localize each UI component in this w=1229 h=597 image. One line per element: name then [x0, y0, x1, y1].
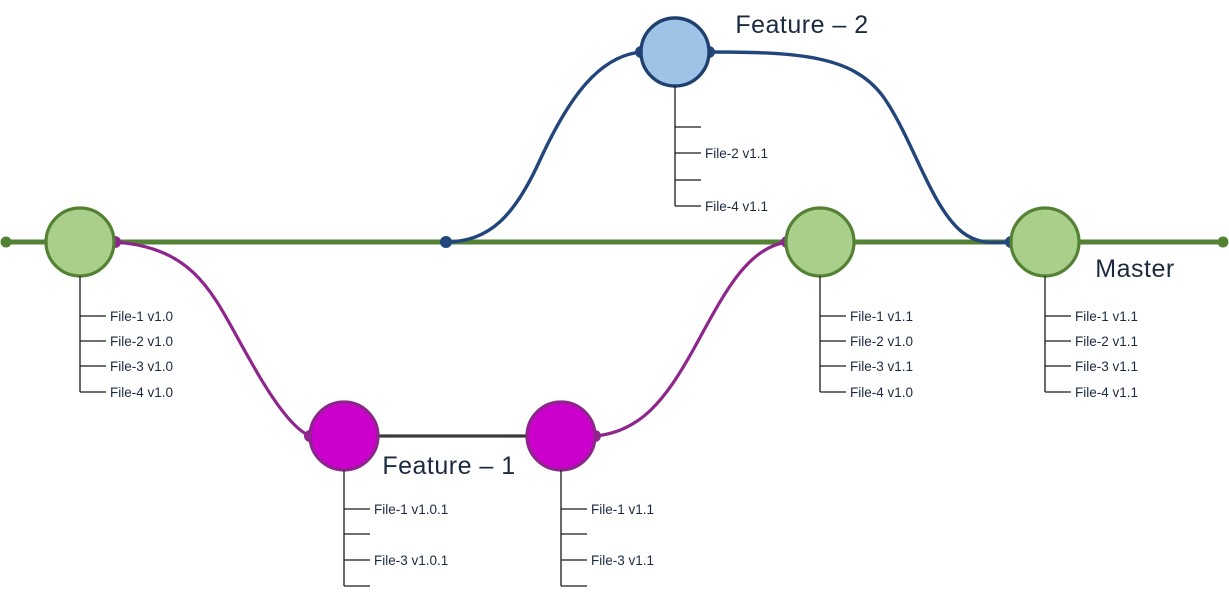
feature1-branch-group: [109, 236, 793, 442]
file-label-master-c3-2: File-2 v1.1: [1075, 334, 1138, 349]
file-label-master-c1-3: File-3 v1.0: [110, 359, 173, 374]
file-label-feature2-c1-2: File-2 v1.1: [705, 146, 768, 161]
file-label-feature2-c1-4: File-4 v1.1: [705, 199, 768, 214]
file-label-master-c2-2: File-2 v1.0: [850, 334, 913, 349]
commit-node-feature1-c2[interactable]: File-1 v1.1 File-3 v1.1: [525, 400, 654, 587]
branch-title-feature1: Feature – 1: [382, 452, 515, 480]
commit-node-master-c1[interactable]: File-1 v1.0 File-2 v1.0 File-3 v1.0 File…: [44, 206, 173, 400]
file-list-master-c3: File-1 v1.1 File-2 v1.1 File-3 v1.1 File…: [1044, 276, 1138, 400]
file-list-master-c2: File-1 v1.1 File-2 v1.0 File-3 v1.1 File…: [819, 276, 913, 400]
commit-node-master-c3[interactable]: File-1 v1.1 File-2 v1.1 File-3 v1.1 File…: [1009, 206, 1138, 400]
file-list-master-c1: File-1 v1.0 File-2 v1.0 File-3 v1.0 File…: [79, 276, 173, 400]
commit-node-master-c2[interactable]: File-1 v1.1 File-2 v1.0 File-3 v1.1 File…: [784, 206, 913, 400]
file-list-feature1-c1: File-1 v1.0.1 File-3 v1.0.1: [343, 470, 448, 587]
commit-node-feature1-c1[interactable]: File-1 v1.0.1 File-3 v1.0.1: [308, 400, 448, 587]
feature1-branch-out-curve: [113, 240, 312, 438]
file-list-feature1-c2: File-1 v1.1 File-3 v1.1: [560, 470, 654, 587]
commit-circle-master-c1[interactable]: [44, 206, 116, 278]
commit-circle-master-c3[interactable]: [1009, 206, 1081, 278]
commit-circle-feature1-c1[interactable]: [308, 400, 380, 472]
master-end-dot: [1217, 236, 1229, 248]
commit-node-feature2-c1[interactable]: File-2 v1.1 File-4 v1.1: [639, 16, 768, 214]
feature2-branch-point-dot: [440, 236, 452, 248]
commit-circle-master-c2[interactable]: [784, 206, 856, 278]
branch-title-feature2: Feature – 2: [735, 11, 868, 39]
file-label-master-c1-1: File-1 v1.0: [110, 309, 173, 324]
commit-circle-feature2-c1[interactable]: [639, 16, 711, 88]
file-label-master-c2-4: File-4 v1.0: [850, 385, 913, 400]
file-label-feature1-c2-1: File-1 v1.1: [591, 502, 654, 517]
file-label-master-c1-4: File-4 v1.0: [110, 385, 173, 400]
file-label-feature1-c1-1: File-1 v1.0.1: [374, 502, 448, 517]
feature2-merge-curve: [707, 50, 1013, 245]
master-start-dot: [0, 236, 12, 248]
file-label-master-c3-3: File-3 v1.1: [1075, 359, 1138, 374]
file-label-feature1-c2-3: File-3 v1.1: [591, 553, 654, 568]
branch-title-master: Master: [1095, 255, 1174, 283]
file-label-master-c2-3: File-3 v1.1: [850, 359, 913, 374]
file-list-feature2-c1: File-2 v1.1 File-4 v1.1: [674, 86, 768, 214]
feature2-branch-out-curve: [444, 50, 643, 244]
feature1-merge-curve: [593, 240, 789, 438]
file-label-master-c3-4: File-4 v1.1: [1075, 385, 1138, 400]
file-label-master-c2-1: File-1 v1.1: [850, 309, 913, 324]
file-label-master-c3-1: File-1 v1.1: [1075, 309, 1138, 324]
file-label-feature1-c1-3: File-3 v1.0.1: [374, 553, 448, 568]
file-label-master-c1-2: File-2 v1.0: [110, 334, 173, 349]
commit-circle-feature1-c2[interactable]: [525, 400, 597, 472]
